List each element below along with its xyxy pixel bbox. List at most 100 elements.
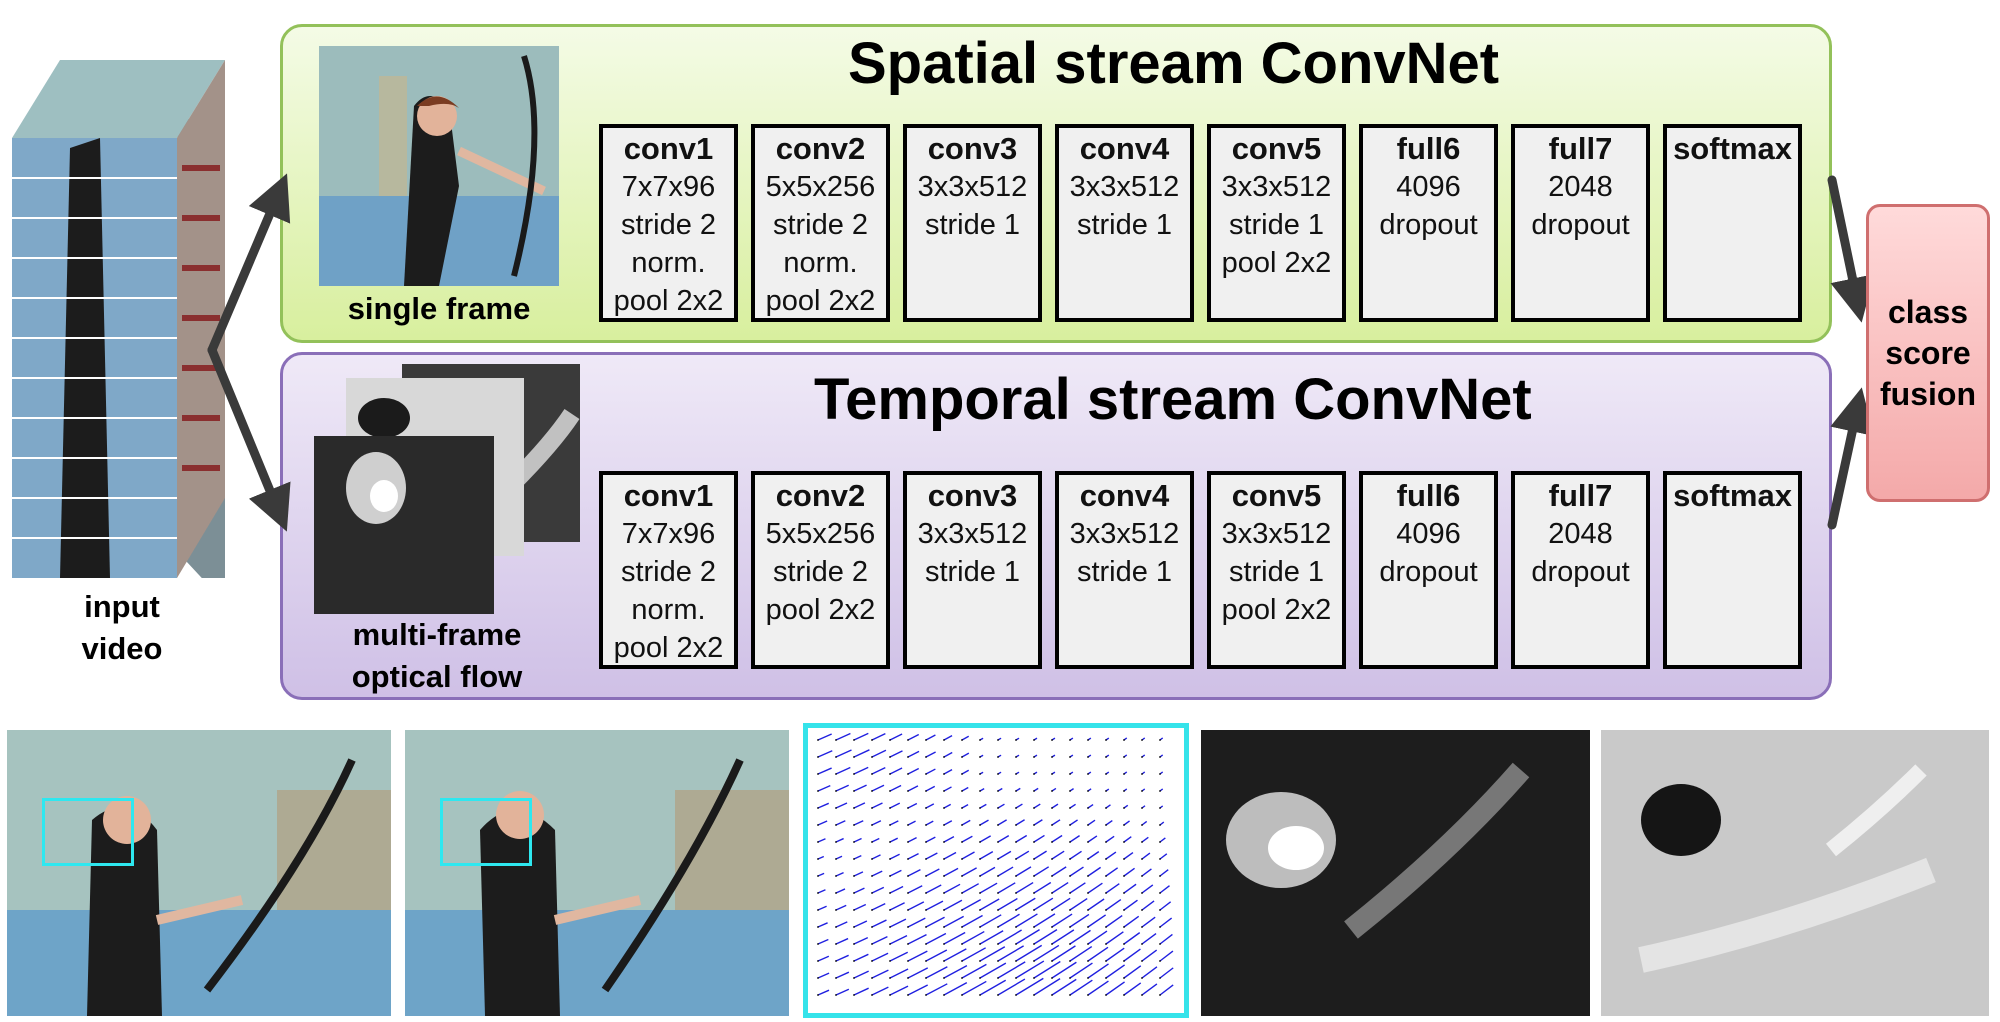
flow-sample-point [1051,841,1053,843]
flow-sample-point [1123,909,1125,911]
flow-sample-point [835,739,837,741]
flow-vector [1159,901,1172,911]
flow-sample-point [1069,790,1071,792]
flow-sample-point [1069,773,1071,775]
flow-vector [871,854,881,860]
flow-vector [961,769,970,775]
flow-sample-point [817,892,819,894]
flow-sample-point [817,756,819,758]
flow-sample-point [871,926,873,928]
flow-sample-point [817,994,819,996]
flow-vector [817,733,832,741]
layer-name: full7 [1548,131,1613,166]
flow-sample-point [889,773,891,775]
flow-vector [907,820,916,826]
flow-sample-point [925,756,927,758]
flow-vector [1051,850,1065,860]
flow-vector [907,933,927,945]
flow-sample-point [817,790,819,792]
flow-vector [835,921,848,928]
flow-sample-point [1015,841,1017,843]
flow-vector [1069,882,1086,894]
flow-sample-point [871,756,873,758]
flow-sample-point [1051,773,1053,775]
flow-sample-point [925,739,927,741]
flow-vector [835,749,852,758]
flow-sample-point [961,790,963,792]
flow-vector [907,836,917,843]
flow-sample-point [817,858,819,860]
flow-vector [907,767,920,775]
flow-sample-point [1069,926,1071,928]
flow-sample-point [1105,739,1107,741]
flow-sample-point [1033,926,1035,928]
flow-vector [997,850,1012,860]
flow-vector [1141,949,1158,962]
flow-vector [835,802,848,809]
flow-sample-point [1015,739,1017,741]
flow-sample-point [979,739,981,741]
flow-vector [1033,803,1041,809]
flow-vector [1087,851,1100,860]
flow-sample-point [961,909,963,911]
flow-vector [1069,803,1076,809]
flow-vector [1123,899,1138,911]
flow-vector [1123,836,1132,843]
flow-sample-point [1033,773,1035,775]
flow-vector [1141,836,1149,843]
flow-sample-point [1123,824,1125,826]
flow-sample-point [1123,841,1125,843]
layer-param: stride 2 [620,556,717,588]
layer-param: stride 1 [924,209,1021,241]
flow-sample-point [853,892,855,894]
layer-name: conv5 [1231,478,1322,513]
flow-sample-point [1051,790,1053,792]
flow-vector [979,898,1000,911]
flow-vector [871,919,887,928]
flow-sample-point [1123,892,1125,894]
flow-vector [907,785,919,792]
flow-sample-point [925,773,927,775]
layer-param: stride 1 [1076,556,1173,588]
flow-sample-point [1159,756,1161,758]
flow-vector [1141,868,1152,877]
flow-sample-point [997,739,999,741]
flow-vector [943,867,959,877]
flow-vector [889,902,905,911]
flow-sample-point [1087,790,1089,792]
flow-vector [961,980,987,996]
flow-sample-point [1069,943,1071,945]
flow-sample-point [1141,926,1143,928]
flow-vector [1069,835,1080,843]
flow-vector [997,819,1007,826]
flow-sample-point [1087,807,1089,809]
flow-vector [979,979,1007,996]
flow-sample-point [853,807,855,809]
flow-sample-point [1087,773,1089,775]
flow-vector [817,838,826,843]
flow-vector [817,855,825,860]
flow-vector [1123,867,1135,877]
flow-sample-point [889,875,891,877]
flow-vector [1123,915,1140,928]
flow-vector [889,968,909,979]
flow-sample-point [979,943,981,945]
layer-param: stride 1 [1228,209,1325,241]
flow-vector [943,915,964,928]
flow-sample-point [835,994,837,996]
flow-vector [835,871,844,877]
flow-sample-point [1069,841,1071,843]
layer-name: full6 [1396,478,1461,513]
flow-vector [835,937,849,945]
flow-vector [907,917,926,928]
flow-sample-point [835,756,837,758]
flow-vector [1123,982,1142,996]
flow-vector [835,732,851,741]
flow-sample-point [853,841,855,843]
flow-vector [979,851,994,860]
flow-sample-point [1015,909,1017,911]
flow-vector [835,888,846,894]
